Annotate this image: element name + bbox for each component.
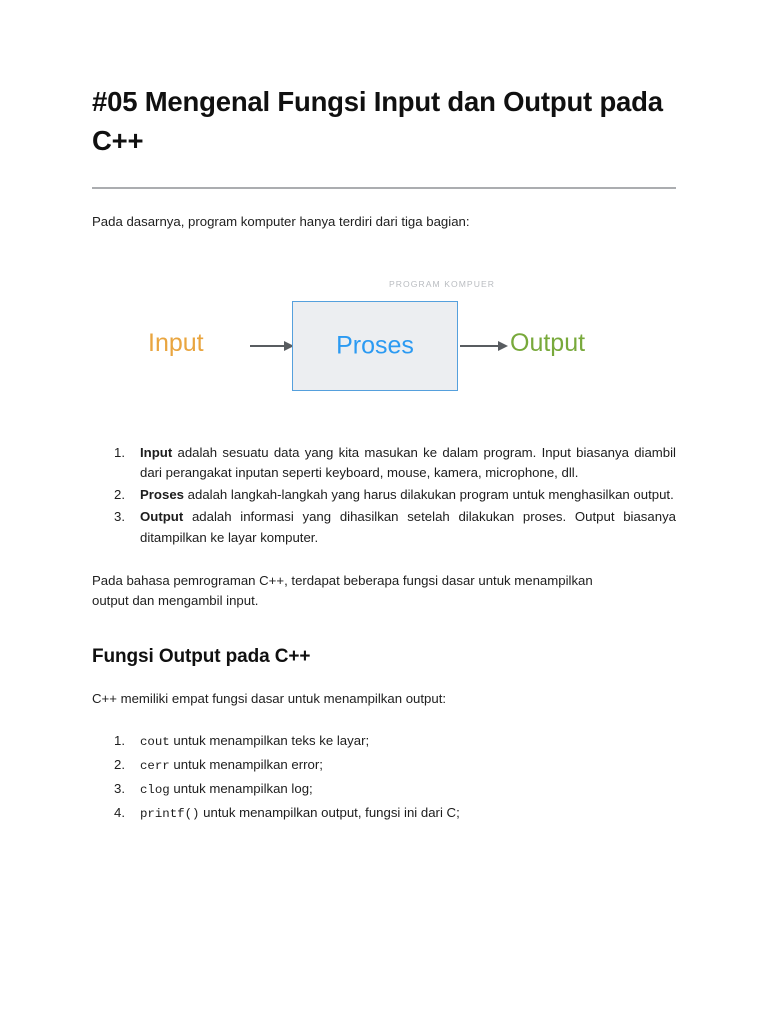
list-item: 4. printf() untuk menampilkan output, fun… bbox=[92, 801, 612, 825]
arrow-shaft bbox=[460, 344, 499, 347]
arrow-process-to-output-icon bbox=[460, 340, 508, 351]
list-item: 2. Proses adalah langkah-langkah yang har… bbox=[92, 485, 676, 506]
list-item-number: 2. bbox=[114, 487, 125, 503]
list-item: 3. clog untuk menampilkan log; bbox=[92, 777, 612, 801]
diagram-inner: PROGRAM KOMPUER Input Proses Output bbox=[142, 271, 646, 443]
program-flow-diagram: PROGRAM KOMPUER Input Proses Output bbox=[92, 271, 676, 443]
arrow-head bbox=[498, 340, 508, 351]
list-item-term: Input bbox=[140, 444, 173, 460]
code-token: cerr bbox=[140, 759, 170, 774]
list-item-term: Output bbox=[140, 509, 184, 525]
list-item-number: 3. bbox=[114, 509, 125, 525]
list-item-text: untuk menampilkan teks ke layar; bbox=[169, 733, 370, 749]
list-item-number: 3. bbox=[114, 781, 125, 797]
list-item-text: untuk menampilkan error; bbox=[169, 757, 323, 773]
list-item-number: 2. bbox=[114, 757, 125, 773]
code-token: printf() bbox=[140, 807, 200, 822]
list-item: 1. Input adalah sesuatu data yang kita ma… bbox=[92, 443, 676, 485]
list-item: 3. Output adalah informasi yang dihasilka… bbox=[92, 507, 676, 549]
definition-list: 1. Input adalah sesuatu data yang kita ma… bbox=[92, 443, 676, 549]
list-item-text: adalah langkah-langkah yang harus dilaku… bbox=[184, 487, 674, 503]
list-item-number: 1. bbox=[114, 733, 125, 749]
page-title: #05 Mengenal Fungsi Input dan Output pad… bbox=[92, 86, 663, 157]
diagram-process-box: Proses bbox=[292, 300, 458, 391]
title-divider bbox=[92, 187, 676, 190]
output-section-intro: C++ memiliki empat fungsi dasar untuk me… bbox=[92, 690, 447, 706]
intro-paragraph: Pada dasarnya, program komputer hanya te… bbox=[92, 214, 470, 230]
diagram-caption: PROGRAM KOMPUER bbox=[389, 278, 495, 289]
document-content: #05 Mengenal Fungsi Input dan Output pad… bbox=[92, 82, 676, 826]
list-item-number: 1. bbox=[114, 444, 125, 460]
section-heading-output: Fungsi Output pada C++ bbox=[92, 645, 311, 667]
code-token: cout bbox=[140, 735, 170, 750]
list-item: 1. cout untuk menampilkan teks ke layar; bbox=[92, 729, 612, 753]
list-item-text: untuk menampilkan log; bbox=[169, 781, 313, 797]
mid-paragraph: Pada bahasa pemrograman C++, terdapat be… bbox=[92, 572, 593, 609]
diagram-output-label: Output bbox=[510, 328, 586, 357]
arrow-shaft bbox=[250, 344, 285, 347]
arrow-head bbox=[284, 340, 294, 351]
list-item-text: untuk menampilkan output, fungsi ini dar… bbox=[199, 805, 460, 821]
code-token: clog bbox=[140, 783, 170, 798]
list-item-text: adalah sesuatu data yang kita masukan ke… bbox=[140, 444, 676, 481]
arrow-input-to-process-icon bbox=[250, 340, 294, 351]
diagram-process-label: Proses bbox=[336, 331, 414, 360]
output-function-list: 1.cout untuk menampilkan teks ke layar; … bbox=[92, 729, 612, 825]
list-item-number: 4. bbox=[114, 805, 125, 821]
list-item-term: Proses bbox=[140, 487, 184, 503]
list-item-text: adalah informasi yang dihasilkan setelah… bbox=[140, 509, 676, 545]
list-item: 2. cerr untuk menampilkan error; bbox=[92, 753, 612, 777]
diagram-input-label: Input bbox=[148, 328, 204, 357]
